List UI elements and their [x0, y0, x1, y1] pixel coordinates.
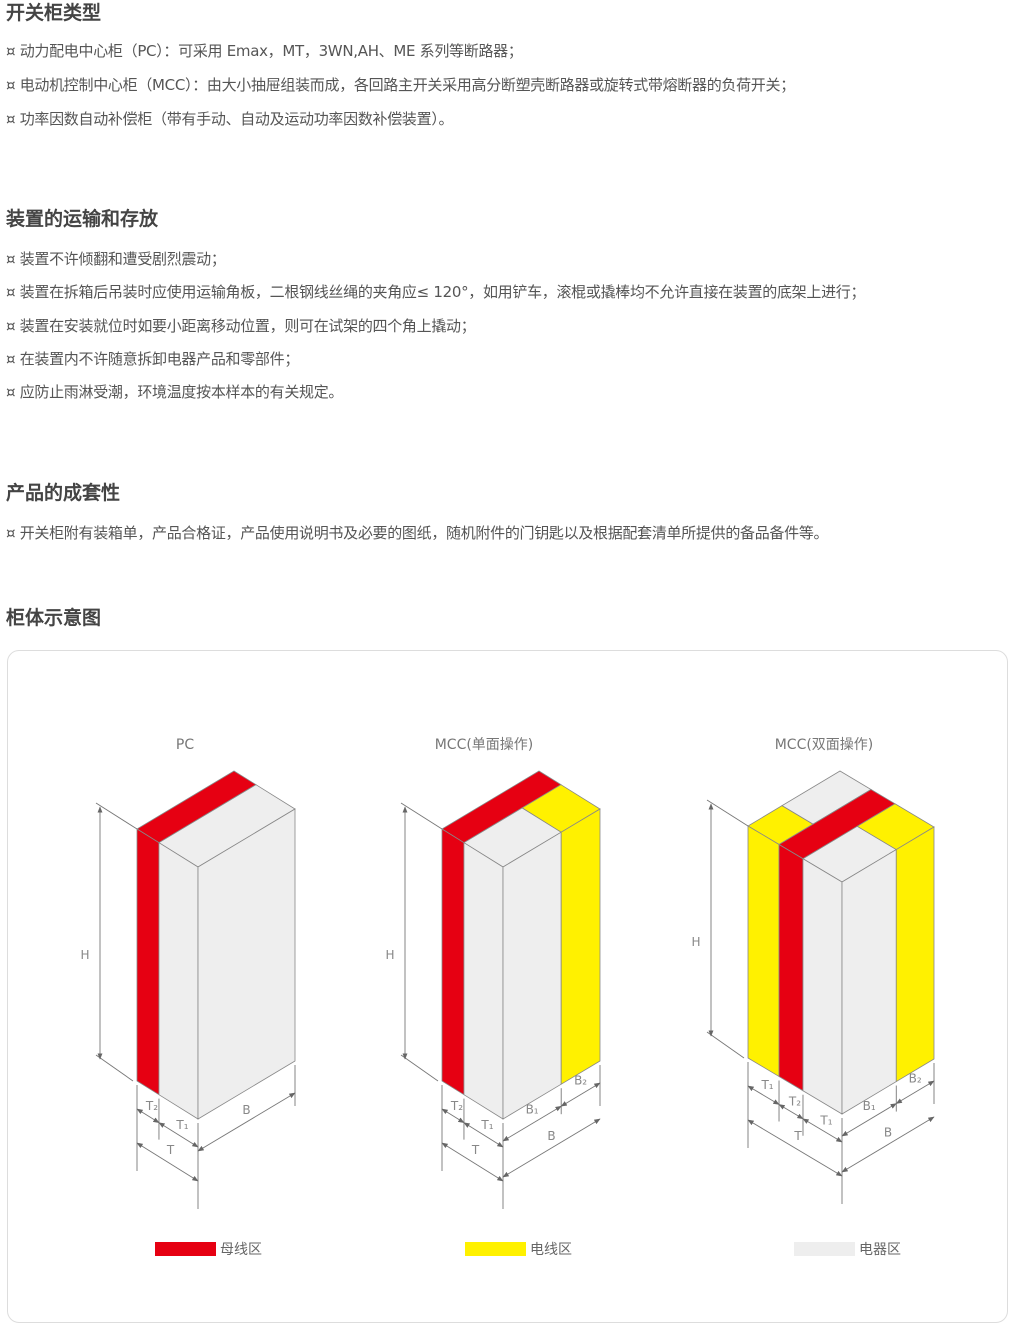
- extension-line: [400, 1054, 439, 1082]
- cabinet-side-busbar: [778, 843, 804, 1092]
- list-item: ¤ 装置不许倾翻和遭受剧烈震动；: [6, 250, 226, 268]
- dimension-label-t: T: [471, 1143, 480, 1157]
- dimension-label-h: H: [385, 948, 394, 962]
- cabinet-front-cable: [895, 826, 935, 1083]
- dimension-label-b: B: [547, 1129, 555, 1143]
- extension-line: [706, 799, 749, 827]
- dimension-line-b: [197, 1092, 296, 1152]
- dimension-label-h: H: [691, 935, 700, 949]
- cabinet-front-equipment: [502, 831, 562, 1120]
- legend-item-cable: 电线区: [465, 1239, 572, 1259]
- dimension-line-t: [136, 1142, 199, 1182]
- cabinet-side-equipment: [158, 841, 199, 1120]
- list-item: ¤ 装置在安装就位时如要小距离移动位置，则可在试架的四个角上撬动；: [6, 317, 476, 335]
- dimension-label-t1: T₁: [819, 1113, 832, 1127]
- cabinet-side-equipment: [463, 841, 504, 1120]
- list-item: ¤ 电动机控制中心柜（MCC）：由大小抽屉组装而成，各回路主开关采用高分断塑壳断…: [6, 76, 795, 94]
- dimension-label-t1: T₁: [760, 1078, 773, 1092]
- dimension-label-b2: B₂: [574, 1074, 587, 1088]
- cabinet-side-busbar: [136, 828, 160, 1096]
- cabinet-side-equipment: [802, 858, 843, 1115]
- dimension-label-t2: T₂: [145, 1099, 158, 1113]
- legend-label: 电线区: [530, 1242, 572, 1258]
- legend-item-equipment: 电器区: [794, 1239, 901, 1259]
- dimension-label-t1: T₁: [175, 1118, 188, 1132]
- dimension-line-t: [441, 1142, 504, 1182]
- list-item: ¤ 动力配电中心柜（PC）：可采用 Emax，MT，3WN,AH、ME 系列等断…: [6, 42, 523, 60]
- section-title-completeness: 产品的成套性: [6, 482, 121, 504]
- diagram-title-pc: PC: [176, 737, 194, 753]
- dimension-line-t-part: [441, 1108, 465, 1124]
- extension-line: [706, 1031, 745, 1059]
- dimension-label-b: B: [884, 1126, 892, 1140]
- dimension-label-t: T: [166, 1143, 175, 1157]
- diagram-panel: [7, 650, 1008, 1323]
- extension-line: [95, 1054, 134, 1082]
- dimension-line-t-part: [136, 1108, 160, 1124]
- cabinet-side-cable: [747, 825, 780, 1078]
- dimension-line-b-part: [560, 1082, 601, 1107]
- extension-line: [400, 802, 443, 830]
- legend-label: 电器区: [859, 1242, 901, 1258]
- dimension-label-b: B: [242, 1103, 250, 1117]
- dimension-label-t1: T₁: [480, 1118, 493, 1132]
- list-item: ¤ 功率因数自动补偿柜（带有手动、自动及运动功率因数补偿装置）。: [6, 110, 454, 128]
- dimension-line-t-part: [778, 1104, 804, 1120]
- section-title-cabinet-diagram: 柜体示意图: [6, 607, 102, 629]
- dimension-label-h: H: [80, 948, 89, 962]
- dimension-line-t-part: [747, 1085, 780, 1105]
- list-item: ¤ 开关柜附有装箱单，产品合格证，产品使用说明书及必要的图纸，随机附件的门钥匙以…: [6, 524, 829, 542]
- dimension-line-b: [841, 1116, 935, 1173]
- dimension-label-b1: B₁: [526, 1103, 539, 1117]
- legend-label: 母线区: [220, 1242, 262, 1258]
- extension-line: [95, 802, 138, 830]
- cabinet-front-equipment: [841, 848, 897, 1115]
- dimension-line-b-part: [895, 1080, 935, 1104]
- dimension-label-t2: T₂: [788, 1095, 801, 1109]
- legend-swatch-yellow: [465, 1242, 526, 1256]
- legend-swatch-red: [155, 1242, 216, 1256]
- diagram-title-mcc-double: MCC(双面操作): [775, 737, 874, 753]
- dimension-line-t: [747, 1119, 843, 1177]
- dimension-label-t2: T₂: [450, 1099, 463, 1113]
- section-title-switchgear-types: 开关柜类型: [6, 2, 102, 24]
- cabinet-side-busbar: [441, 828, 465, 1096]
- list-item: ¤ 在装置内不许随意拆卸电器产品和零部件；: [6, 350, 300, 368]
- diagram-title-mcc-single: MCC(单面操作): [435, 737, 534, 753]
- dimension-label-b2: B₂: [909, 1071, 922, 1085]
- cabinet-front-cable: [560, 808, 601, 1085]
- dimension-label-t: T: [793, 1129, 802, 1143]
- cabinet-front-equipment: [197, 808, 296, 1120]
- legend-item-busbar: 母线区: [155, 1239, 262, 1259]
- dimension-line-b: [502, 1118, 601, 1178]
- list-item: ¤ 装置在拆箱后吊装时应使用运输角板，二根钢线丝绳的夹角应≤ 120°，如用铲车…: [6, 283, 866, 301]
- legend-swatch-gray: [794, 1242, 855, 1256]
- list-item: ¤ 应防止雨淋受潮，环境温度按本样本的有关规定。: [6, 383, 344, 401]
- section-title-transport-storage: 装置的运输和存放: [6, 208, 159, 230]
- dimension-label-b1: B₁: [863, 1099, 876, 1113]
